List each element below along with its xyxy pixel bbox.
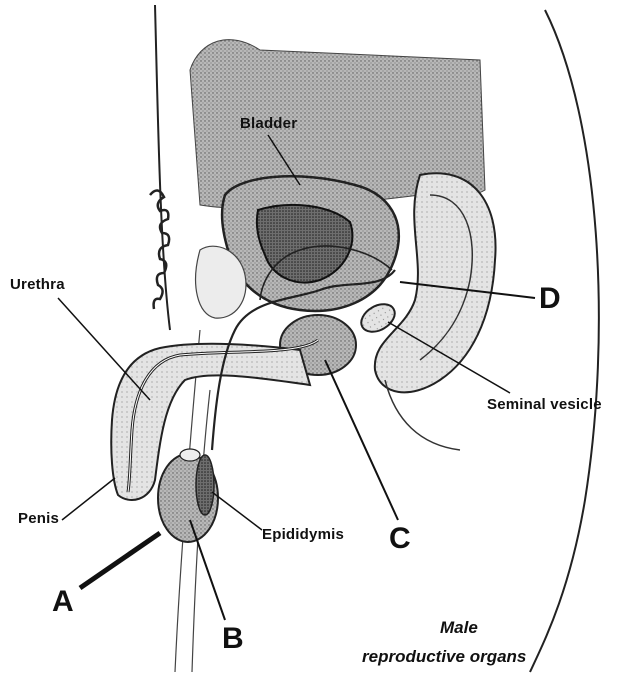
label-c: C bbox=[389, 522, 411, 556]
pointer-epididymis bbox=[212, 492, 262, 530]
label-urethra: Urethra bbox=[10, 276, 65, 293]
rectum bbox=[375, 173, 496, 392]
label-b: B bbox=[222, 622, 244, 656]
pointer-b bbox=[190, 520, 225, 620]
pointer-urethra bbox=[58, 298, 150, 400]
pointer-penis bbox=[62, 478, 115, 520]
label-d: D bbox=[539, 282, 561, 316]
epididymis bbox=[196, 455, 214, 515]
back-outline bbox=[530, 10, 599, 672]
label-bladder: Bladder bbox=[240, 115, 297, 132]
label-epididymis: Epididymis bbox=[262, 526, 344, 543]
title-line-2: reproductive organs bbox=[362, 647, 526, 667]
label-seminal-vesicle: Seminal vesicle bbox=[487, 396, 602, 413]
label-a: A bbox=[52, 585, 74, 619]
pointer-a bbox=[80, 533, 160, 588]
label-penis: Penis bbox=[18, 510, 59, 527]
epididymis-head bbox=[180, 449, 200, 461]
title-line-1: Male bbox=[440, 618, 478, 638]
